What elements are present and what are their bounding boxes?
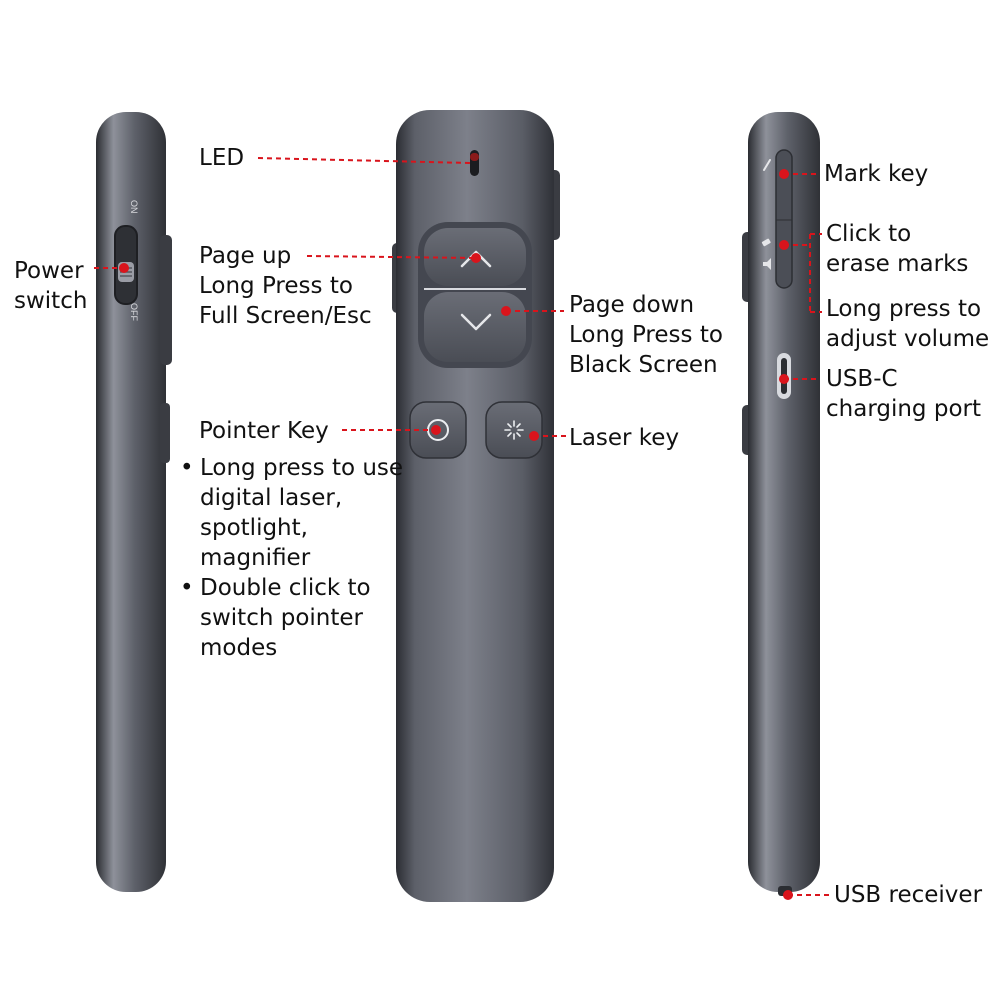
laser-key-button[interactable] [485,401,543,459]
leader-lines [94,157,830,896]
presenter-right-side [742,112,820,896]
label-mark-key: Mark key [824,161,929,187]
presenter-front [392,110,560,902]
pointer-note-double-click: • Double click to switch pointer modes [180,575,371,661]
label-led: LED [199,145,245,171]
label-erase-marks: Click to erase marks [826,221,969,277]
label-page-down: Page down Long Press to Black Screen [569,292,723,378]
mark-volume-rocker[interactable] [775,149,793,289]
pen-icon [763,159,771,171]
label-power-switch: Power switch [14,258,88,314]
label-adjust-volume: Long press to adjust volume [826,296,990,352]
sparkle-icon [504,420,524,440]
label-usb-receiver: USB receiver [834,882,983,908]
chevron-up-icon [460,250,492,268]
pointer-note-long-press: • Long press to use digital laser, spotl… [180,455,404,571]
label-laser-key: Laser key [569,425,680,451]
switch-off-text: OFF [129,303,139,321]
label-page-up: Page up Long Press to Full Screen/Esc [199,243,372,329]
label-pointer-notes: • Long press to use digital laser, spotl… [180,453,403,663]
chevron-down-icon [460,313,492,331]
switch-on-text: ON [129,200,139,214]
label-pointer-key: Pointer Key [199,418,329,444]
presenter-left-side: ON OFF [96,112,172,892]
eraser-icon [761,238,771,247]
leader-dots [119,169,793,900]
label-usb-c: USB-C charging port [826,366,981,422]
speaker-icon [763,258,771,270]
